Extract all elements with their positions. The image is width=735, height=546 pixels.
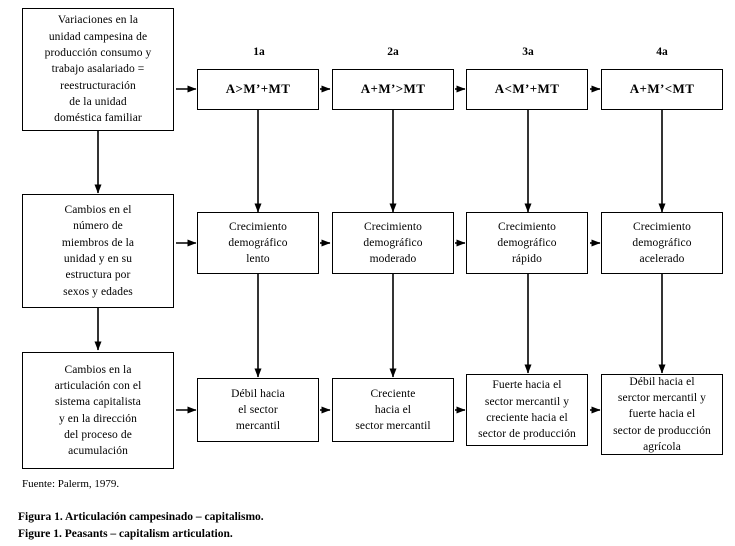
column-label-4a: 4a — [656, 46, 668, 58]
node-demographic-4: Crecimiento demográfico acelerado — [601, 212, 723, 274]
node-formula-3a: A<M’+MT — [466, 69, 588, 110]
node-articulation-1-text: Débil hacia el sector mercantil — [231, 387, 285, 433]
node-articulation-2-text: Creciente hacia el sector mercantil — [355, 387, 431, 433]
node-formula-1a: A>M’+MT — [197, 69, 319, 110]
node-demographic-3-text: Crecimiento demográfico rápido — [497, 220, 557, 266]
node-driver-3-text: Cambios en la articulación con el sistem… — [54, 363, 142, 458]
source-note: Fuente: Palerm, 1979. — [22, 478, 120, 490]
node-articulation-3-text: Fuerte hacia el sector mercantil y creci… — [478, 379, 576, 441]
node-articulation-4-text: Débil hacia el serctor mercantil y fuert… — [613, 375, 711, 453]
column-label-1a: 1a — [253, 46, 265, 58]
figure-caption-en: Figure 1. Peasants – capitalism articula… — [18, 527, 233, 540]
column-label-2a: 2a — [387, 46, 399, 58]
node-driver-1-text: Variaciones en la unidad campesina de pr… — [44, 14, 152, 125]
node-articulation-1: Débil hacia el sector mercantil — [197, 378, 319, 442]
node-articulation-2: Creciente hacia el sector mercantil — [332, 378, 454, 442]
node-driver-2-text: Cambios en el número de miembros de la u… — [61, 204, 135, 298]
node-demographic-4-text: Crecimiento demográfico acelerado — [632, 220, 692, 266]
column-label-3a: 3a — [522, 46, 534, 58]
node-articulation-4: Débil hacia el serctor mercantil y fuert… — [601, 374, 723, 455]
node-demographic-3: Crecimiento demográfico rápido — [466, 212, 588, 274]
node-driver-2: Cambios en el número de miembros de la u… — [22, 194, 174, 308]
figure-caption-es: Figura 1. Articulación campesinado – cap… — [18, 511, 264, 523]
node-formula-2a-text: A+M’>MT — [360, 81, 426, 97]
node-articulation-3: Fuerte hacia el sector mercantil y creci… — [466, 374, 588, 446]
node-demographic-1: Crecimiento demográfico lento — [197, 212, 319, 274]
node-demographic-2-text: Crecimiento demográfico moderado — [363, 220, 423, 266]
node-formula-4a: A+M’<MT — [601, 69, 723, 110]
node-formula-2a: A+M’>MT — [332, 69, 454, 110]
node-formula-1a-text: A>M’+MT — [225, 81, 291, 97]
node-demographic-1-text: Crecimiento demográfico lento — [228, 220, 288, 266]
node-formula-3a-text: A<M’+MT — [494, 81, 560, 97]
figure-caption: Figura 1. Articulación campesinado – cap… — [18, 509, 264, 542]
node-demographic-2: Crecimiento demográfico moderado — [332, 212, 454, 274]
node-driver-3: Cambios en la articulación con el sistem… — [22, 352, 174, 469]
node-formula-4a-text: A+M’<MT — [629, 81, 695, 97]
node-driver-1: Variaciones en la unidad campesina de pr… — [22, 8, 174, 131]
